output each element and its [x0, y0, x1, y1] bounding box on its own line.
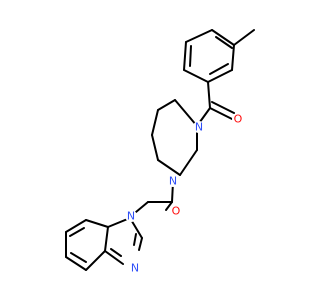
- bond: [69, 227, 85, 237]
- nitrogen-atom-label: N: [131, 262, 139, 275]
- bond: [183, 69, 209, 83]
- oxygen-atom-label: O: [172, 205, 181, 218]
- bond: [138, 237, 143, 251]
- bond: [157, 99, 176, 111]
- atom-labels: O N O N N N: [125, 113, 244, 275]
- bond: [174, 99, 198, 127]
- bond: [133, 233, 137, 246]
- bond: [211, 29, 235, 46]
- tolyl-ring: [183, 29, 255, 83]
- bond: [207, 81, 211, 109]
- bond: [179, 149, 198, 176]
- bond: [85, 219, 109, 228]
- bond: [135, 201, 149, 213]
- bond: [157, 159, 181, 176]
- bond: [65, 219, 87, 233]
- benzoyl-carbonyl: [196, 81, 235, 127]
- bond: [215, 36, 233, 49]
- bond: [151, 109, 159, 136]
- nitrogen-atom-label: N: [169, 175, 177, 188]
- diazepane-ring: [151, 99, 198, 176]
- nitrogen-atom-label: N: [195, 121, 203, 134]
- bond: [211, 101, 235, 114]
- molecule-structure: O N O N N N: [65, 29, 255, 275]
- bond: [209, 107, 233, 120]
- bond: [65, 256, 87, 271]
- methyl-bond: [233, 29, 255, 46]
- bond: [189, 45, 192, 67]
- bond: [70, 252, 87, 263]
- nitrogen-atom-label: N: [127, 210, 135, 223]
- bond: [165, 201, 173, 211]
- oxygen-atom-label: O: [234, 113, 243, 126]
- bond: [183, 41, 187, 71]
- bond: [151, 134, 159, 161]
- bond: [209, 63, 229, 75]
- bond: [85, 250, 106, 271]
- bond: [231, 44, 235, 71]
- bond: [104, 226, 109, 252]
- bond: [185, 29, 213, 43]
- bond: [207, 69, 233, 83]
- bond: [104, 250, 124, 265]
- bond: [110, 248, 122, 257]
- benzimidazole-ring: [65, 217, 143, 271]
